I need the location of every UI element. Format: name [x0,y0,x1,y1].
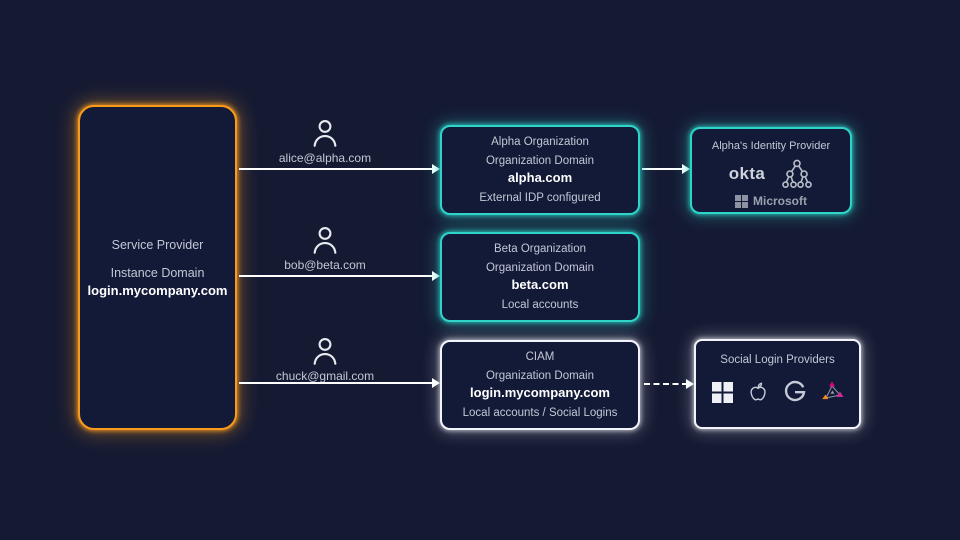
social-icons-row [696,379,859,405]
arrow-alice-to-alpha [239,164,440,174]
user-alice: alice@alpha.com [245,116,405,165]
okta-logo: okta [728,164,766,183]
org-domain-label: Organization Domain [485,155,595,167]
arrow-chuck-to-ciam [239,378,440,388]
org-footer: Local accounts / Social Logins [462,407,618,419]
org-domain-value: login.mycompany.com [470,385,610,400]
beta-organization-box: Beta Organization Organization Domain be… [440,232,640,322]
arrow-bob-to-beta [239,271,440,281]
org-footer: External IDP configured [479,192,601,204]
org-domain-group: Organization Domain login.mycompany.com [448,370,632,400]
microsoft-logo-row: Microsoft [692,194,850,208]
apple-icon [749,382,766,401]
org-domain-label: Organization Domain [485,370,595,382]
org-domain-group: Organization Domain alpha.com [448,155,632,185]
org-domain-value: beta.com [511,277,569,292]
user-email: bob@beta.com [284,258,366,272]
org-name: CIAM [525,351,555,363]
alpha-identity-provider-box: Alpha's Identity Provider okta Micros [690,127,852,214]
service-provider-title: Service Provider [111,237,204,252]
alpha-organization-box: Alpha Organization Organization Domain a… [440,125,640,215]
org-name: Alpha Organization [491,136,589,148]
arrow-alpha-to-idp [642,164,690,174]
user-bob: bob@beta.com [245,223,405,272]
user-email: alice@alpha.com [278,151,372,165]
social-login-providers-box: Social Login Providers [694,339,861,429]
org-footer: Local accounts [501,299,579,311]
person-icon [313,227,337,254]
arrowhead-icon [682,164,690,174]
ciam-organization-box: CIAM Organization Domain login.mycompany… [440,340,640,430]
arrowhead-icon [432,164,440,174]
org-domain-value: alpha.com [507,170,573,185]
user-chuck: chuck@gmail.com [245,334,405,383]
idp-title: Alpha's Identity Provider [711,140,831,152]
instance-domain-value: login.mycompany.com [87,282,228,298]
idp-logos-row: okta [692,159,850,189]
microsoft-icon [735,194,748,208]
social-title: Social Login Providers [720,354,835,366]
instance-domain-label: Instance Domain [110,265,205,280]
org-name: Beta Organization [493,243,587,255]
org-domain-label: Organization Domain [485,262,595,274]
windows-icon [711,381,733,403]
directory-tree-icon [782,159,813,188]
person-icon [313,338,337,365]
social-network-icon [821,381,843,400]
google-icon [784,380,805,402]
arrow-ciam-to-social [644,379,694,389]
arrowhead-icon [686,379,694,389]
user-email: chuck@gmail.com [275,369,375,383]
org-domain-group: Organization Domain beta.com [448,262,632,292]
service-provider-box: Service Provider Instance Domain login.m… [78,105,237,430]
arrowhead-icon [432,271,440,281]
arrowhead-icon [432,378,440,388]
microsoft-wordmark: Microsoft [753,194,807,208]
person-icon [313,120,337,147]
